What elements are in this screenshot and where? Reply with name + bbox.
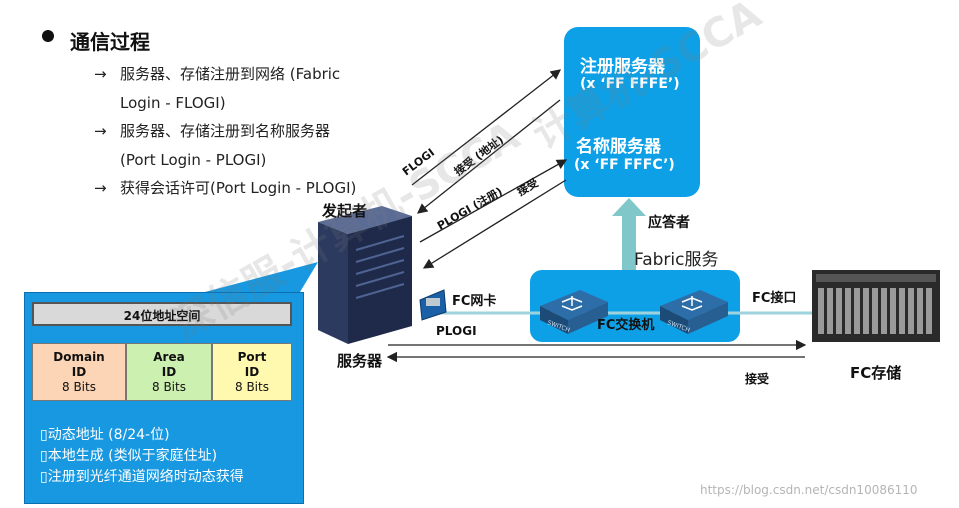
callout-pointer [205,262,318,292]
list-item-text: 服务器、存储注册到名称服务器 (Port Login - PLOGI) [120,122,331,169]
note-locally-generated: ▯本地生成 (类似于家庭住址) [40,448,218,464]
registration-server-box [564,27,700,197]
section-title: 通信过程 [70,30,150,54]
server-label: 服务器 [337,352,383,370]
list-item-text: 服务器、存储注册到网络 (Fabric Login - FLOGI) [120,65,341,112]
list-item-plogi-name: → 服务器、存储注册到名称服务器 (Port Login - PLOGI) [94,117,384,177]
list-item-text: 获得会话许可(Port Login - PLOGI) [120,179,357,197]
accept-address-arrow [416,99,561,214]
fc-switch-icon [660,290,728,334]
segment-bits: 8 Bits [62,380,96,394]
segment-sub: ID [244,365,260,379]
fc-port-label: FC接口 [752,291,797,306]
arrow-right-icon: → [94,179,107,197]
port-id-segment: Port ID 8 Bits [212,343,292,401]
list-item-session: → 获得会话许可(Port Login - PLOGI) [94,174,384,234]
segment-sub: ID [161,365,177,379]
segment-sub: ID [71,365,87,379]
segment-name: Domain [53,350,105,364]
accept-label-diagonal: 接受 [515,175,541,198]
note-register-fabric: ▯注册到光纤通道网络时动态获得 [40,469,244,485]
list-item-flogi: → 服务器、存储注册到网络 (Fabric Login - FLOGI) [94,60,384,120]
segment-name: Port [237,350,267,364]
accept-label: 接受 [745,372,770,386]
accept-arrow [422,179,567,269]
title-bullet-icon [42,30,54,42]
domain-id-segment: Domain ID 8 Bits [32,343,126,401]
flogi-arrow [411,69,562,186]
fc-switch-label: FC交换机 [597,318,655,333]
name-server-address: (x ‘FF FFFC’) [574,157,675,173]
server-icon [318,206,412,344]
segment-name: Area [153,350,185,364]
fc-nic-label: FC网卡 [452,294,497,309]
plogi-label: PLOGI [436,324,477,338]
fc-switch-icon [540,290,608,334]
area-id-segment: Area ID 8 Bits [126,343,212,401]
watermark-url: https://blog.csdn.net/csdn10086110 [700,483,918,497]
address-space-header: 24位地址空间 [32,302,292,326]
fabric-service-label: Fabric服务 [634,250,719,270]
fc-nic-icon [419,289,447,321]
plogi-register-arrow [419,159,568,243]
note-dynamic-address: ▯动态地址 (8/24-位) [40,427,170,443]
initiator-label: 发起者 [322,202,368,220]
responder-arrow [612,198,646,270]
arrow-right-icon: → [94,122,107,140]
responder-label: 应答者 [648,215,690,231]
fc-storage-icon [812,270,940,342]
arrow-right-icon: → [94,65,107,83]
registration-server-address: (x ‘FF FFFE’) [580,76,680,92]
segment-bits: 8 Bits [152,380,186,394]
fc-storage-label: FC存储 [850,364,902,382]
name-server-title: 名称服务器 [576,137,661,157]
registration-server-title: 注册服务器 [580,57,665,77]
segment-bits: 8 Bits [235,380,269,394]
